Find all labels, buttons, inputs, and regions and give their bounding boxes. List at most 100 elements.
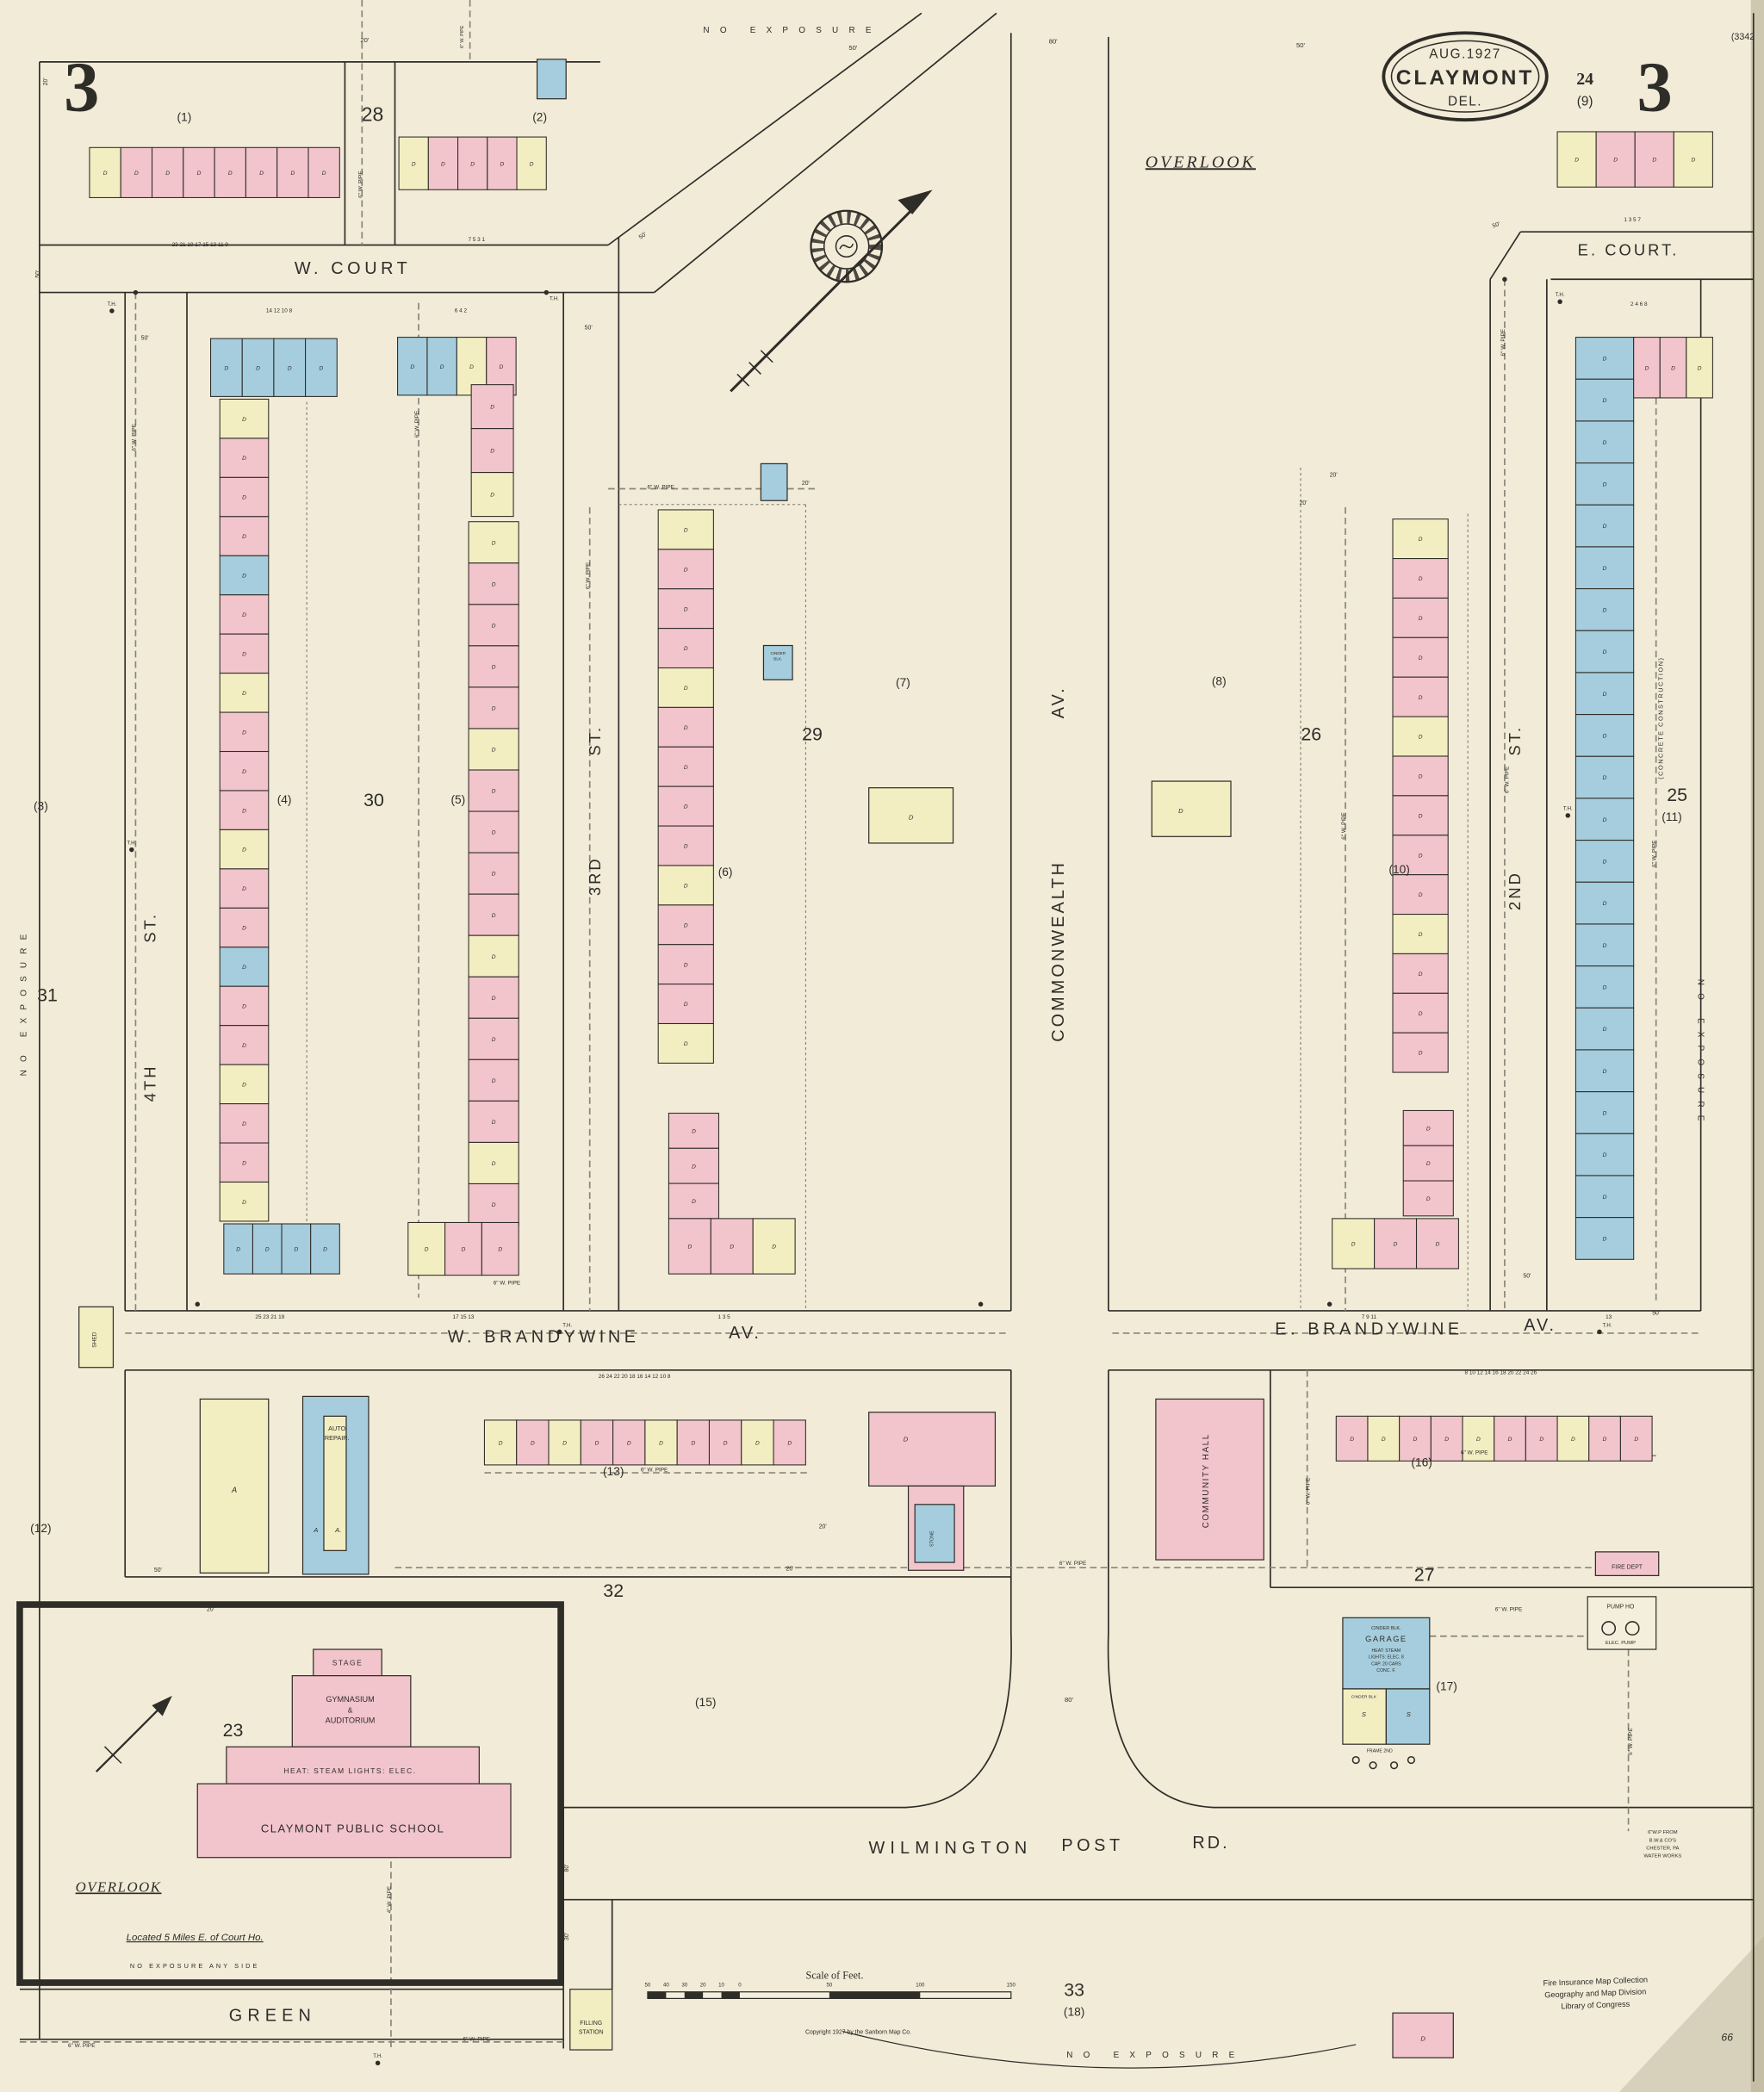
test-hole-dot [133,289,139,295]
dwelling-letter: D [1419,537,1423,543]
dwelling-letter: D [1603,524,1607,530]
dwelling-unit [427,136,459,190]
dwelling-letter: D [1419,892,1423,898]
lot-ref-8: (8) [1212,674,1227,687]
dwelling-unit [481,1221,519,1276]
no-exposure-left: NO EXPOSURE [20,927,29,1077]
dwelling-letter: D [242,534,246,540]
dwelling-unit [219,1025,270,1065]
fire-dept-label: FIRE DEPT [1612,1565,1643,1571]
map-label: T.H. [373,2053,382,2059]
street-label-commonwealth-suffix: AV. [1049,686,1068,718]
dwelling-unit [281,1223,312,1275]
scale-bar-segment [721,1991,740,1999]
lot-ref-5: (5) [450,793,465,806]
block-number-30: 30 [363,790,384,810]
pump-circle [1601,1621,1617,1636]
dwelling-letter: D [165,171,170,177]
pump-circle [1624,1621,1640,1636]
dwelling-unit [657,549,714,590]
dwelling-letter: D [627,1441,631,1447]
street-label-4th-st: 4TH [140,1064,158,1102]
dwelling-letter: D [684,527,688,533]
no-exposure-top: NO EXPOSURE [703,26,881,35]
map-label: 6" W. PIPE [131,424,137,450]
dwelling-letter: D [684,765,688,771]
map-label: 150 [1007,1983,1016,1989]
dwelling-unit [1575,546,1635,590]
page-curl-shadow [1618,1936,1764,2092]
street-label-e-brandywine-suffix: AV. [1524,1316,1556,1335]
garage-cinder-wing [1385,1688,1431,1745]
dwelling-letter: D [1426,1196,1431,1202]
lot-ref-4: (4) [277,793,292,806]
dwelling-letter: D [684,725,688,731]
street-label-commonwealth: COMMONWEALTH [1049,860,1068,1042]
dwelling-unit [668,1112,720,1149]
dwelling-unit [468,769,519,812]
school-gymnasium [291,1675,412,1747]
dwelling-unit [305,338,338,397]
dwelling-letter: D [1382,1437,1386,1443]
loc-stamp-line-3: Library of Congress [1561,2000,1630,2011]
scale-bar [647,1991,1012,2000]
dwelling-unit [1392,636,1449,678]
dwelling-unit [1673,131,1713,188]
compass-inner-ring [823,223,870,270]
dwelling-letter: D [1575,158,1579,164]
map-label: 80' [1065,1696,1073,1704]
dwelling-letter: D [320,365,324,371]
street-edge-line [563,1369,1012,1809]
dwelling-unit [245,146,278,198]
dwelling-unit [1392,676,1449,717]
dwelling-letter: D [228,171,233,177]
dwelling-letter: D [242,574,246,580]
map-label: 25 23 21 19 [255,1314,284,1320]
map-label: 6" W. PIPE [1505,767,1511,793]
shed-label: SHED [92,1332,98,1348]
dwelling-letter: D [1426,1126,1431,1132]
dwelling-unit [1659,337,1687,399]
map-label: 50' [141,336,149,342]
title-city: CLAYMONT [1396,66,1535,90]
street-label-3rd-st-suffix: ST. [586,725,604,756]
dwelling-unit [1392,558,1449,599]
dwelling-letter: D [755,1441,760,1447]
dwelling-letter: D [1603,860,1607,866]
dwelling-letter: D [659,1441,663,1447]
filling-station-label-2: STATION [579,2030,604,2036]
dwelling-letter: D [242,456,246,462]
dwelling-unit [1575,1133,1635,1176]
map-label: 26 24 22 20 18 16 14 12 10 8 [599,1374,671,1380]
dwelling-unit [487,136,518,190]
dwelling-unit [1402,1180,1454,1217]
dwelling-letter: D [242,495,246,501]
scale-bar-segment [684,1991,704,1999]
dwelling-letter: D [1419,1011,1423,1017]
sheet-number-right: 3 [1637,47,1673,126]
map-label: 6" W. PIPE [460,25,465,48]
garage-building [1342,1617,1431,1690]
map-label: S [1362,1710,1366,1718]
dwelling-unit [219,1103,270,1144]
dwelling-unit [516,1419,550,1466]
dwelling-letter: D [684,567,688,573]
dwelling-letter: D [492,581,496,587]
title-oval-outer [1382,31,1549,122]
dwelling-letter: D [242,926,246,932]
map-label: D [1420,2034,1425,2042]
block-boundary-curve [842,2031,1357,2069]
lot-ref-17: (17) [1436,1679,1457,1692]
yard-tank-circle [1369,1761,1377,1770]
street-edge-line [1107,1369,1754,1809]
dwelling-unit [151,146,184,198]
dwelling-letter: D [1419,932,1423,938]
title-oval-inner [1390,40,1540,113]
dwelling-unit [657,509,714,550]
